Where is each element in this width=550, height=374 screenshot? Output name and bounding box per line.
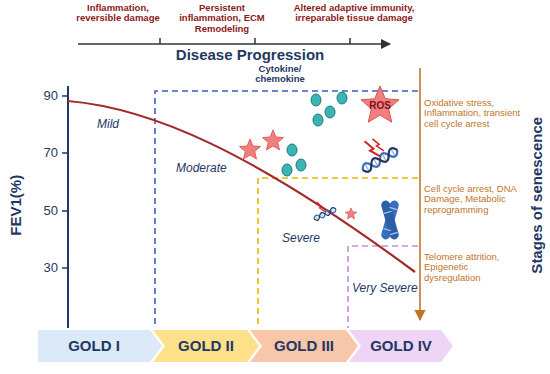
gold-stage-arrow: GOLD I [38,330,162,362]
chromosome-icon [380,200,400,241]
chevron-fill [153,330,259,362]
severity-label: Very Severe [352,282,418,295]
phase-note: Persistent inflammation, ECM Remodeling [176,3,268,34]
axis-title: FEV1(%) [8,145,25,265]
cytokine-icon [282,144,306,176]
icon-label: ROS [362,100,398,111]
severity-label: Moderate [176,162,227,175]
senescence-note: Cell cycle arrest, DNA Damage, Metabolic… [424,184,524,215]
phase-note: Inflammation, reversible damage [68,3,168,24]
axis-title: Stages of senescence [529,85,546,305]
ros-star [345,208,356,219]
y-ticks [62,96,68,268]
chevron-fill [250,330,358,362]
stage-guides [155,91,418,328]
severity-label: Mild [97,118,119,131]
severity-label: Severe [282,232,320,245]
icon-label: Cytokine/ chemokine [250,64,310,85]
ros-star [263,130,284,150]
stage-name: GOLD III [274,338,334,355]
tick-label: 70 [28,146,58,160]
dna-damage-icon [351,129,400,174]
stage-name: GOLD IV [370,338,432,355]
dna-damage-icon [308,196,337,222]
ros-star [361,86,399,122]
fev1-curve [68,101,415,272]
phase-note: Altered adaptive immunity, irreparable t… [292,3,416,24]
stage-name: GOLD II [178,338,234,355]
chevron-fill [349,330,453,362]
senescence-note: Oxidative stress, Inflammation, transien… [424,98,524,129]
gold-stage-arrow: GOLD IV [349,330,453,362]
gold-stage-arrow: GOLD III [250,330,358,362]
senescence-arrow [419,68,421,320]
progression-ticks [160,38,350,44]
progression-arrow [78,43,390,45]
y-axis [67,86,69,328]
ros-star [240,139,261,159]
chevron-fill [38,330,162,362]
gold-stage-arrow: GOLD II [153,330,259,362]
tick-label: 50 [28,204,58,218]
axis-title: Disease Progression [150,47,350,64]
senescence-note: Telomere attrition, Epigenetic dysregula… [424,252,524,283]
tick-label: 30 [28,261,58,275]
stage-name: GOLD I [68,338,120,355]
cytokine-icon [311,92,347,126]
tick-label: 90 [28,89,58,103]
